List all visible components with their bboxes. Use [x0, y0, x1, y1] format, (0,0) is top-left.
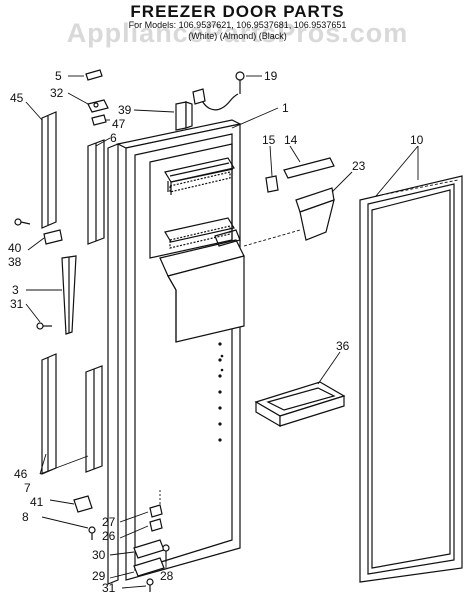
callout-31-upper: 31: [10, 297, 24, 311]
screw-icon: [14, 218, 31, 226]
callout-38: 38: [8, 255, 22, 269]
callout-27: 27: [102, 515, 116, 529]
colors-line: (White) (Almond) (Black): [188, 31, 287, 41]
callout-23: 23: [352, 159, 366, 173]
callout-1: 1: [282, 101, 289, 115]
callout-3: 3: [12, 283, 19, 297]
hinge-41: [73, 495, 93, 513]
screw-icon: [162, 544, 170, 562]
callout-46: 46: [14, 467, 28, 481]
callout-31-lower: 31: [102, 581, 116, 595]
callout-15: 15: [262, 133, 276, 147]
callout-5: 5: [55, 69, 62, 83]
screw-icon: [146, 578, 154, 592]
callout-14: 14: [284, 133, 298, 147]
callout-45: 45: [10, 91, 24, 105]
callout-28: 28: [160, 569, 174, 583]
callout-26: 26: [102, 529, 116, 543]
screw-icon: [88, 526, 96, 540]
dispenser-chute: [295, 187, 335, 241]
callout-36: 36: [336, 339, 350, 353]
trim-6: [87, 139, 105, 245]
door-panel: [107, 88, 245, 585]
clip-47: [91, 114, 107, 126]
plug-5: [85, 69, 103, 81]
models-line: For Models: 106.9537621, 106.9537681, 10…: [128, 20, 347, 30]
screw-icon: [235, 71, 245, 94]
door-handle: [61, 255, 77, 335]
callout-30: 30: [92, 548, 106, 562]
door-gasket: [359, 175, 463, 583]
callout-8: 8: [22, 510, 29, 524]
part-14: [283, 157, 335, 179]
callout-6: 6: [110, 131, 117, 145]
callout-41: 41: [30, 495, 44, 509]
part-29: [133, 557, 165, 577]
callout-32: 32: [50, 86, 64, 100]
part-26: [149, 518, 163, 532]
callout-47: 47: [112, 117, 126, 131]
callout-39: 39: [118, 103, 132, 117]
diagram-title: FREEZER DOOR PARTS: [130, 2, 345, 21]
shelf-icon: [164, 217, 235, 249]
bin-icon: [254, 381, 346, 428]
callout-29: 29: [92, 569, 106, 583]
bracket-32: [87, 99, 109, 113]
part-27: [149, 504, 163, 518]
part-15: [265, 175, 279, 193]
screw-icon: [36, 322, 52, 330]
bracket-38: [43, 229, 63, 245]
callout-40: 40: [8, 241, 22, 255]
trim-7: [85, 365, 103, 473]
trim-45: [41, 111, 57, 229]
callout-10: 10: [410, 133, 424, 147]
callout-7: 7: [24, 481, 31, 495]
trim-46: [41, 353, 57, 475]
leader-lines: [25, 75, 459, 589]
shelf-icon: [164, 157, 235, 195]
callout-19: 19: [264, 69, 278, 83]
